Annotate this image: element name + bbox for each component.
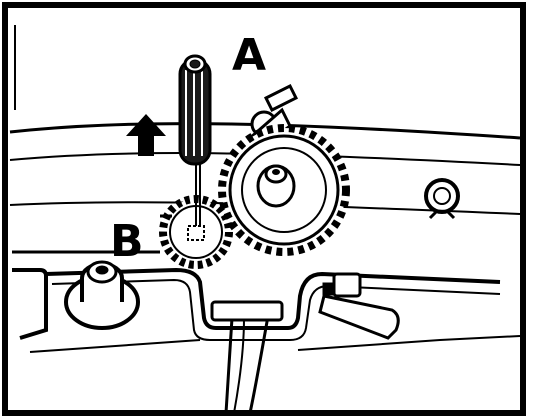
channel-base-line-2 xyxy=(297,335,521,351)
channel-base-line-1 xyxy=(29,339,201,353)
release-lever xyxy=(318,272,400,340)
figure-border xyxy=(2,2,526,416)
channel-inner-wall xyxy=(51,278,501,341)
channel-top-wall xyxy=(45,267,501,330)
callout-a-label: A xyxy=(232,30,266,81)
mounting-bolt xyxy=(64,260,140,330)
wires xyxy=(224,315,270,414)
callout-b-label: B xyxy=(110,216,144,267)
small-gear xyxy=(159,195,233,269)
wire-2 xyxy=(233,317,245,414)
drive-tool xyxy=(178,54,212,226)
bottom-channel xyxy=(12,267,521,353)
retaining-clip xyxy=(424,178,460,220)
wire-1 xyxy=(224,317,234,414)
large-gear xyxy=(218,124,350,256)
channel-left-wall xyxy=(12,268,48,340)
connector-block xyxy=(210,300,284,322)
arrow-up-icon xyxy=(126,114,166,156)
wire-3 xyxy=(248,315,270,414)
